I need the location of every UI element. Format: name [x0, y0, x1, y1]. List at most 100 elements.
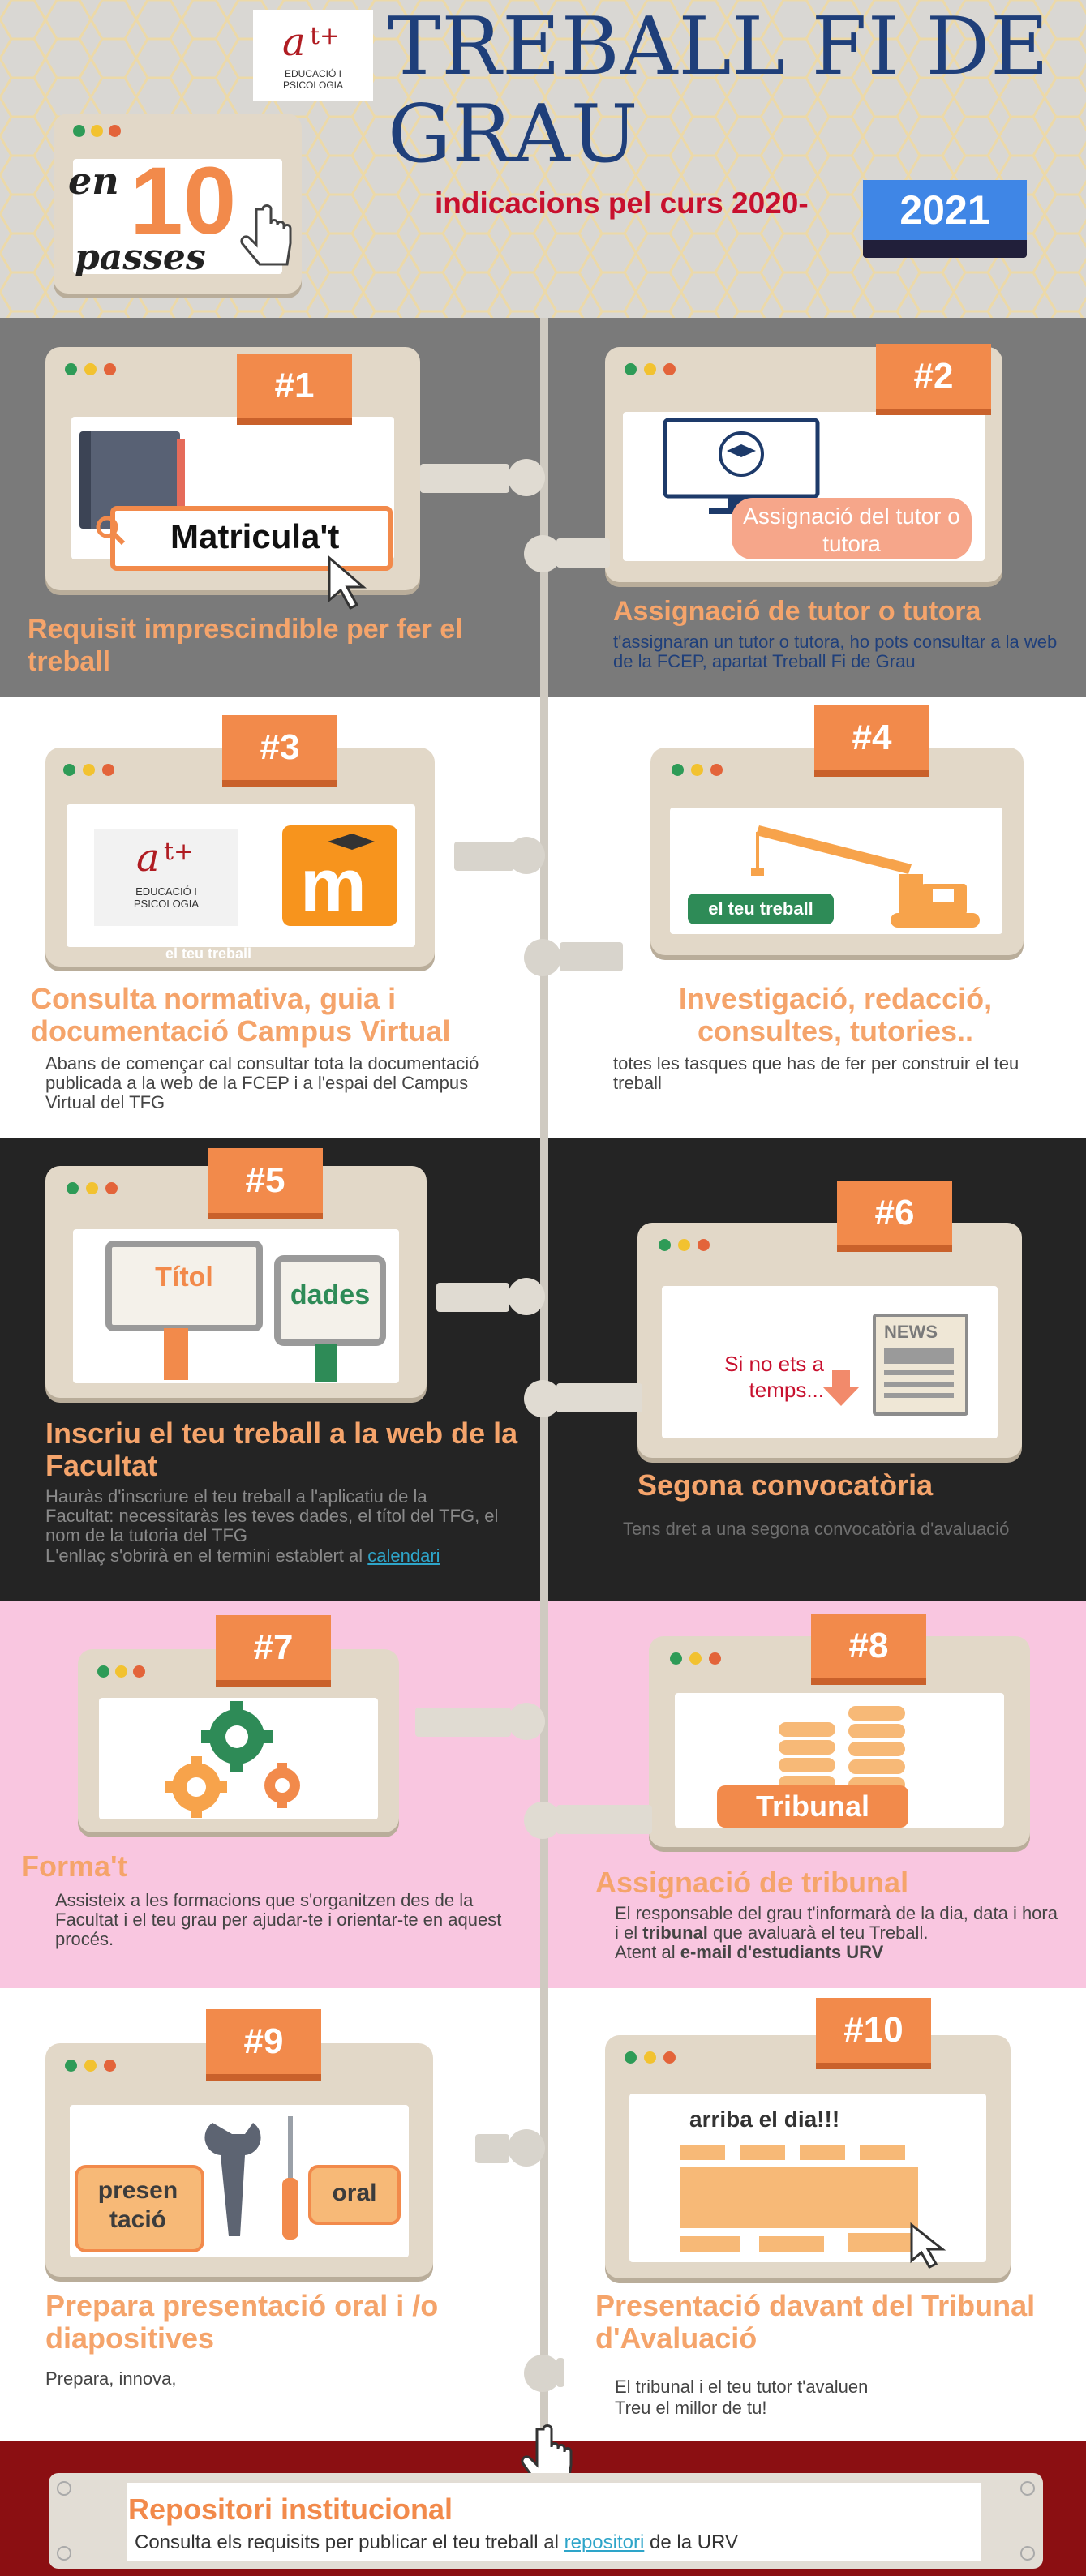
tag-oral: oral — [308, 2165, 401, 2225]
step-10-title: Presentació davant del Tribunal d'Avalua… — [595, 2289, 1036, 2355]
step-3-desc: Abans de començar cal consultar tota la … — [45, 1053, 479, 1112]
step-10-knob — [524, 2355, 561, 2392]
step-8-window: Tribunal — [649, 1636, 1030, 1847]
search-icon — [96, 516, 126, 546]
screwdriver-icon — [282, 2116, 298, 2240]
step-9-desc: Prepara, innova, — [45, 2368, 177, 2389]
step-4-connector — [560, 942, 623, 971]
step-3-connector — [454, 842, 514, 871]
step-8-desc-line3: Atent al — [615, 1942, 676, 1962]
sign-post-1 — [164, 1328, 188, 1380]
step-2-badge: #2 — [876, 344, 991, 409]
step-7-desc: Assisteix a les formacions que s'organit… — [55, 1890, 502, 1949]
moodle-icon: m — [282, 825, 397, 926]
step-5-connector — [436, 1283, 509, 1312]
step-6-connector — [556, 1383, 642, 1412]
step-5-title: Inscriu el teu treball a la web de la Fa… — [45, 1417, 518, 1482]
step-9-connector — [475, 2134, 509, 2163]
step-5-desc: Hauràs d'inscriure el teu treball a l'ap… — [45, 1486, 499, 1545]
step-10-desc2: Treu el millor de tu! — [615, 2398, 767, 2418]
step-10-window: arriba el dia!!! — [605, 2035, 1011, 2278]
step-4-screen-text: el teu treball — [688, 894, 834, 924]
step-4-badge: #4 — [814, 705, 929, 770]
step-3-fcep-logo: a t+ EDUCACIÓ I PSICOLOGIA — [94, 829, 238, 926]
step-6-badge: #6 — [837, 1181, 952, 1245]
step-2-knob — [524, 535, 561, 572]
step-3-logo-text: EDUCACIÓ I PSICOLOGIA — [133, 885, 200, 910]
tag-presentacio-text: presen tació — [97, 2177, 178, 2233]
fcep-logo: a t+ EDUCACIÓ I PSICOLOGIA — [253, 10, 373, 101]
step-8-desc: El responsable del grau t'informarà de l… — [615, 1904, 1062, 1962]
footer-desc: Consulta els requisits per publicar el t… — [135, 2531, 559, 2553]
step-4-window: el teu treball — [650, 748, 1024, 955]
step-9-window: presen tació oral — [45, 2043, 433, 2277]
step-1-knob — [508, 459, 545, 496]
step-10-badge: #10 — [816, 1998, 931, 2063]
page-subtitle: indicacions pel curs 2020- — [435, 186, 809, 220]
step-8-title: Assignació de tribunal — [595, 1866, 909, 1899]
step-1-title: Requisit imprescindible per fer el treba… — [28, 614, 463, 677]
sign-title: Títol — [105, 1241, 263, 1331]
tag-oral-text: oral — [332, 2180, 377, 2206]
step-10-desc: El tribunal i el teu tutor t'avaluen — [615, 2377, 869, 2397]
step-7-knob — [508, 1703, 545, 1740]
tag-presentacio: presen tació — [75, 2165, 204, 2252]
cursor-arrow-icon — [910, 2222, 946, 2269]
step-3-window: a t+ EDUCACIÓ I PSICOLOGIA m el teu treb… — [45, 748, 435, 967]
step-3-ghost-text: el teu treball — [165, 945, 252, 962]
sign-data: dades — [274, 1255, 386, 1346]
step-6-title: Segona convocatòria — [637, 1468, 934, 1502]
calendar-grid — [680, 2137, 955, 2252]
footer-desc-row: Consulta els requisits per publicar el t… — [135, 2531, 738, 2554]
cursor-arrow-icon — [328, 555, 367, 610]
step-9-badge: #9 — [206, 2009, 321, 2074]
step-4-knob — [524, 939, 561, 976]
logo-text: EDUCACIÓ I PSICOLOGIA — [282, 68, 344, 91]
step-2-screen-text: Assignació del tutor o tutora — [732, 498, 972, 559]
step-8-desc-text: El responsable del grau t'informarà de l… — [615, 1903, 1058, 1943]
step-8-badge: #8 — [811, 1614, 926, 1678]
step-6-knob — [524, 1380, 561, 1417]
gears-icon — [165, 1701, 300, 1818]
intro-en: en — [68, 159, 119, 203]
step-8-desc-bold: tribunal — [642, 1922, 708, 1943]
step-8-connector — [556, 1805, 652, 1834]
sign-title-text: Títol — [155, 1262, 213, 1292]
year-badge: 2021 — [863, 180, 1027, 258]
matriculat-box — [110, 506, 393, 571]
step-7-title: Forma't — [21, 1849, 127, 1883]
step-6-screen-text: Si no ets a temps... — [724, 1352, 824, 1402]
news-label: NEWS — [884, 1322, 938, 1342]
crane-icon — [751, 825, 980, 928]
step-1-badge: #1 — [237, 354, 352, 418]
wrench-icon — [204, 2123, 261, 2236]
step-5-desc2-row: L'enllaç s'obrirà en el termini establer… — [45, 1545, 532, 1567]
svg-text:a: a — [282, 19, 306, 65]
logo-mark-icon: a t+ — [282, 19, 340, 65]
repositori-link[interactable]: repositori — [564, 2531, 645, 2553]
step-4-title: Investigació, redacció, consultes, tutor… — [678, 982, 993, 1048]
svg-text:t+: t+ — [310, 22, 340, 50]
sign-post-2 — [315, 1344, 337, 1382]
year-label: 2021 — [863, 180, 1027, 240]
step-8-desc-rest: que avaluarà el teu Treball. — [713, 1922, 929, 1943]
logo-mark-icon: a t+ — [136, 835, 194, 881]
footer-card: Repositori institucional Consulta els re… — [49, 2473, 1043, 2569]
header: a t+ EDUCACIÓ I PSICOLOGIA TREBALL FI DE… — [0, 0, 1086, 318]
step-8-screen-text: Tribunal — [717, 1785, 908, 1828]
calendari-link[interactable]: calendari — [367, 1545, 440, 1566]
arrow-down-icon — [822, 1370, 860, 1406]
step-7-connector — [415, 1708, 511, 1737]
step-6-desc: Tens dret a una segona convocatòria d'av… — [623, 1519, 1010, 1539]
step-2-title: Assignació de tutor o tutora — [613, 596, 981, 627]
hand-cursor-icon — [240, 204, 292, 266]
step-5-desc2: L'enllaç s'obrirà en el termini establer… — [45, 1545, 363, 1566]
step-3-title: Consulta normativa, guia i documentació … — [31, 982, 451, 1048]
step-10-screen-text: arriba el dia!!! — [689, 2107, 840, 2132]
step-1-window: Matricula't — [45, 347, 420, 610]
step-2-desc: t'assignaran un tutor o tutora, ho pots … — [613, 632, 1058, 671]
step-6-window: Si no ets a temps... NEWS — [637, 1223, 1022, 1458]
footer-desc-end: de la URV — [650, 2531, 738, 2553]
step-8-knob — [524, 1802, 561, 1839]
intro-card: en 10 passes — [54, 114, 302, 294]
